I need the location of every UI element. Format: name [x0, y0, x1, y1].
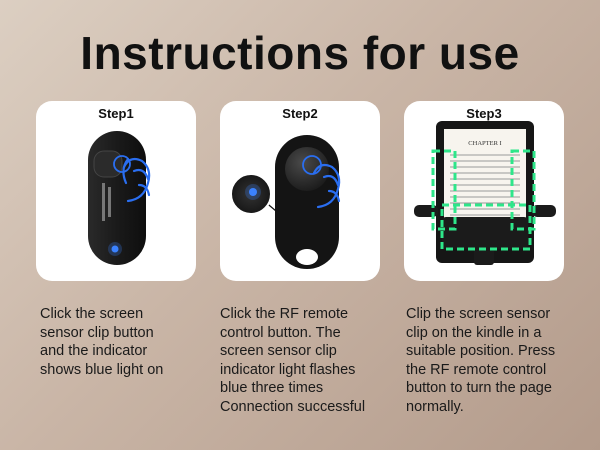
blue-indicator-light	[111, 245, 119, 253]
kindle-illustration: CHAPTER I	[414, 121, 556, 265]
step2-label: Step2	[282, 106, 318, 121]
step1-card: Step1	[36, 101, 196, 281]
step1-description: Click the screen sensor clip button and …	[40, 306, 164, 378]
ebook-chapter-heading: CHAPTER I	[468, 140, 501, 147]
rf-remote-illustration	[230, 135, 341, 269]
tap-hand-icon	[113, 155, 151, 203]
keyring-loop	[296, 249, 318, 265]
step3-description: Clip the screen sensor clip on the kindl…	[406, 306, 556, 415]
step3-card: CHAPTER I Step3	[404, 101, 564, 281]
step2-card: Step2	[220, 101, 380, 281]
placement-highlight	[431, 149, 536, 251]
bottom-clip-stem	[474, 247, 494, 265]
step2-description: Click the RF remote control button. The …	[220, 306, 366, 415]
step1-label: Step1	[98, 106, 134, 121]
tap-hand-icon-2	[302, 155, 341, 209]
step3-label: Step3	[466, 106, 502, 121]
mounted-sensor-clip	[442, 217, 528, 249]
ebook-text-lines	[450, 154, 520, 216]
page-title: Instructions for use	[80, 27, 520, 79]
certification-marks	[102, 183, 111, 221]
clip-button	[93, 150, 123, 178]
rf-remote-button	[285, 147, 329, 191]
sensor-clip-illustration	[88, 131, 151, 265]
right-clip-arm	[532, 205, 556, 217]
blue-flash-light	[249, 188, 257, 196]
